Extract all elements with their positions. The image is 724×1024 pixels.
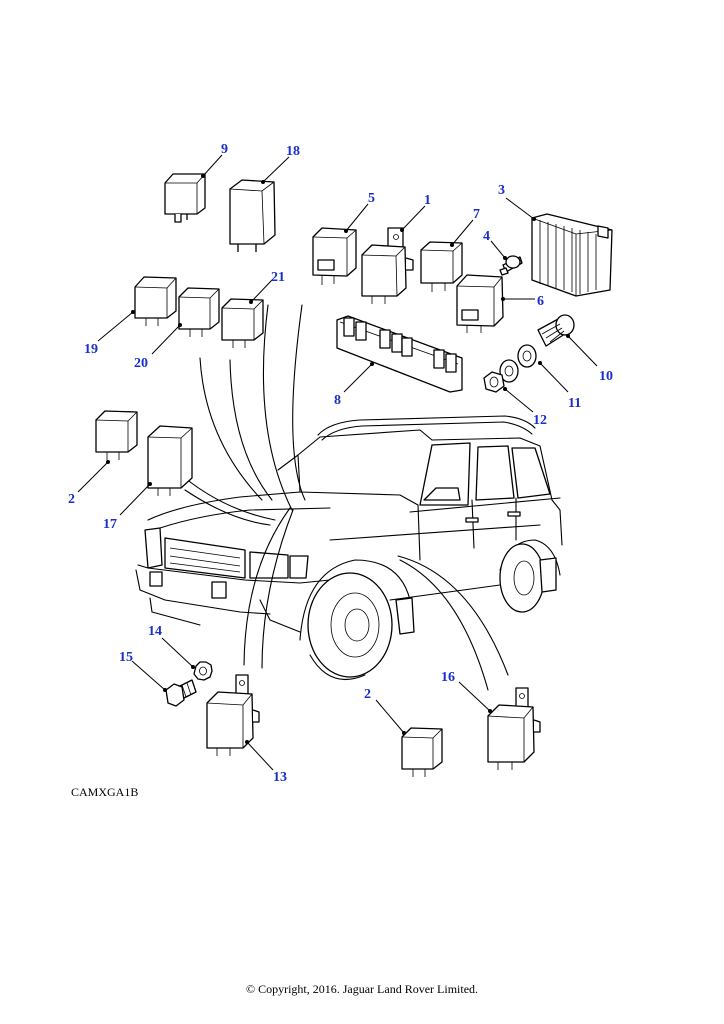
callout-18: 18 [286,144,300,159]
leader-lines [77,154,598,771]
bolt-part-10 [537,314,575,347]
callout-21: 21 [271,270,285,285]
relay-part-1 [361,227,414,304]
callout-8: 8 [334,393,341,408]
relay-part-16 [487,687,541,770]
callout-4: 4 [483,229,490,244]
relay-part-17 [147,425,193,496]
bracket-part-8 [336,315,463,393]
screw-part-4 [499,255,523,276]
vehicle-illustration [135,415,563,680]
callout-11: 11 [568,396,581,411]
module-part-3 [531,213,613,297]
callout-17: 17 [103,517,117,532]
drawing-code: CAMXGA1B [71,785,139,799]
washer-part-14 [193,661,213,681]
relay-part-9 [164,173,206,223]
harness-lines [184,304,509,691]
nut-part-12 [483,371,505,393]
bolt-part-15 [165,679,197,707]
callout-3: 3 [498,183,505,198]
callout-15: 15 [119,650,133,665]
relay-part-2-left [95,410,138,460]
callout-7: 7 [473,207,480,222]
callout-1: 1 [424,193,431,208]
callout-2-bottom: 2 [364,687,371,702]
relay-part-18 [229,179,276,252]
relay-part-21 [221,298,264,348]
callout-20: 20 [134,356,148,371]
callout-14: 14 [148,624,162,639]
relay-part-19 [134,276,177,326]
washer-part-11 [499,344,537,383]
relay-part-2-bottom [401,727,443,777]
relay-part-20 [178,287,220,337]
callout-13: 13 [273,770,287,785]
callout-2-left: 2 [68,492,75,507]
relay-part-5 [312,227,357,285]
callout-labels: 9 18 5 1 7 3 4 6 8 10 11 12 19 20 21 2 1… [68,142,613,785]
relay-part-6 [456,274,504,333]
callout-19: 19 [84,342,98,357]
callout-9: 9 [221,142,228,157]
callout-16: 16 [441,670,455,685]
copyright-notice: © Copyright, 2016. Jaguar Land Rover Lim… [245,982,479,996]
callout-10: 10 [599,369,613,384]
callout-5: 5 [368,191,375,206]
relay-part-13 [206,674,260,756]
callout-12: 12 [533,413,547,428]
callout-6: 6 [537,294,544,309]
relay-part-7 [420,241,463,292]
